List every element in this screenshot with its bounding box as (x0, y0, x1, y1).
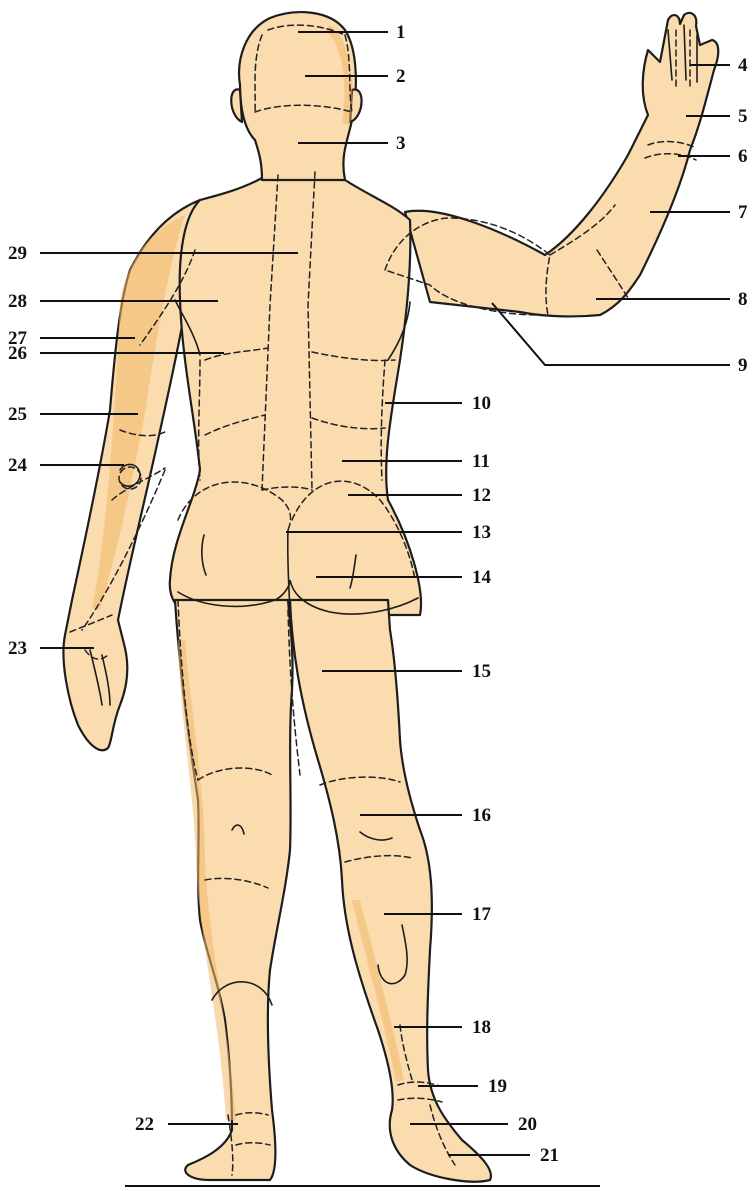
left-ear (231, 89, 242, 122)
label-23: 23 (8, 638, 27, 659)
label-8: 8 (738, 289, 748, 310)
raised-arm (405, 13, 718, 317)
label-27: 27 (8, 328, 28, 349)
label-18: 18 (472, 1017, 491, 1038)
label-13: 13 (472, 522, 491, 543)
torso (170, 178, 421, 615)
label-2: 2 (396, 66, 406, 87)
label-29: 29 (8, 243, 27, 264)
label-5: 5 (738, 106, 748, 127)
label-3: 3 (396, 133, 406, 154)
label-12: 12 (472, 485, 491, 506)
label-25: 25 (8, 404, 27, 425)
left-leg (175, 600, 293, 1180)
label-6: 6 (738, 146, 748, 167)
label-7: 7 (738, 202, 748, 223)
label-24: 24 (8, 455, 28, 476)
label-10: 10 (472, 393, 491, 414)
label-16: 16 (472, 805, 491, 826)
label-19: 19 (488, 1076, 507, 1097)
label-14: 14 (472, 567, 492, 588)
body-figure (63, 12, 718, 1181)
label-15: 15 (472, 661, 491, 682)
label-28: 28 (8, 291, 27, 312)
label-21: 21 (540, 1145, 559, 1166)
right-leg (290, 600, 491, 1182)
label-11: 11 (472, 451, 490, 472)
label-17: 17 (472, 904, 492, 925)
label-9: 9 (738, 355, 748, 376)
label-20: 20 (518, 1114, 537, 1135)
label-22: 22 (135, 1114, 154, 1135)
label-4: 4 (738, 55, 748, 76)
label-1: 1 (396, 22, 406, 43)
